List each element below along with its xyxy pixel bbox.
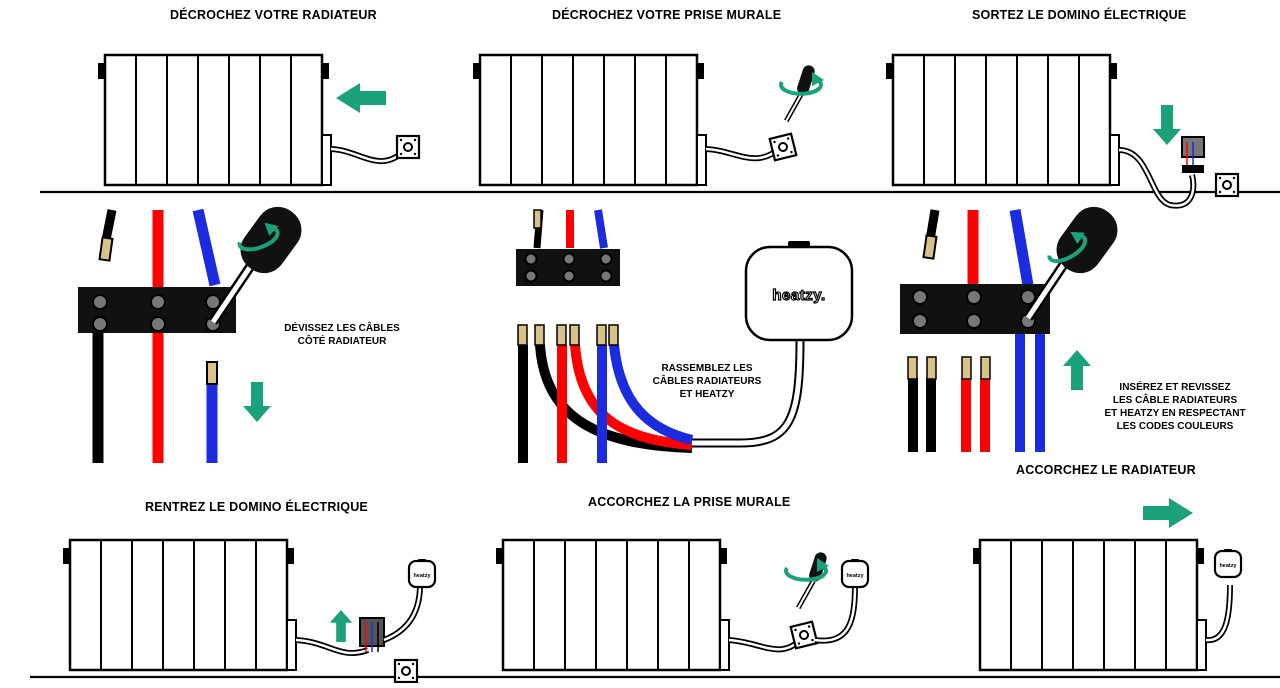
- move-arrow-icon: [1143, 498, 1193, 528]
- step-note-gather: RASSEMBLEZ LES CÂBLES RADIATEURS ET HEAT…: [642, 362, 772, 401]
- step-note-insert: INSÉREZ ET REVISSEZ LES CÂBLE RADIATEURS…: [1095, 381, 1255, 433]
- heatzy-brand-label: heatzy: [846, 573, 864, 579]
- note-line: INSÉREZ ET REVISSEZ: [1119, 382, 1231, 393]
- terminal-block-icon: [359, 617, 385, 652]
- step-title-hook-socket: ACCORCHEZ LA PRISE MURALE: [588, 495, 791, 509]
- move-arrow-icon: [1063, 350, 1091, 390]
- radiator-icon: [96, 53, 333, 187]
- radiator-icon: [494, 538, 731, 672]
- step-title-hook-radiator: ACCORCHEZ LE RADIATEUR: [1016, 463, 1196, 477]
- heatzy-brand-label: heatzy.: [772, 287, 825, 304]
- radiator-icon: [971, 538, 1208, 672]
- move-arrow-icon: [329, 610, 353, 642]
- wall-socket-icon: [395, 134, 421, 160]
- note-line: ET HEATZY EN RESPECTANT: [1104, 408, 1246, 419]
- step-title-take-out-terminal: SORTEZ LE DOMINO ÉLECTRIQUE: [972, 8, 1187, 22]
- note-line: LES CÂBLE RADIATEURS: [1112, 395, 1238, 406]
- radiator-icon: [471, 53, 708, 187]
- heatzy-device-icon: heatzy.: [744, 241, 854, 342]
- heatzy-brand-label: heatzy: [1219, 563, 1237, 569]
- heatzy-brand-label: heatzy: [413, 573, 431, 579]
- step-title-put-back-terminal: RENTREZ LE DOMINO ÉLECTRIQUE: [145, 500, 368, 514]
- step-title-unhook-radiator: DÉCROCHEZ VOTRE RADIATEUR: [170, 8, 377, 22]
- screwdriver-icon: [208, 206, 302, 325]
- terminal-block-icon: [516, 209, 620, 286]
- move-arrow-icon: [243, 382, 271, 422]
- terminal-block-icon: [900, 209, 1050, 334]
- note-line: RASSEMBLEZ LES: [661, 363, 753, 374]
- screwdriver-icon: [1023, 206, 1118, 321]
- move-arrow-icon: [336, 83, 386, 113]
- wall-socket-icon: [789, 620, 819, 650]
- note-line: LES CODES COULEURS: [1116, 421, 1234, 432]
- wall-socket-icon: [1214, 172, 1240, 198]
- heatzy-device-icon: heatzy: [840, 557, 870, 589]
- wall-socket-icon: [768, 132, 798, 162]
- wall-socket-icon: [393, 658, 419, 684]
- note-line: DÉVISSEZ LES CÂBLES: [284, 323, 400, 334]
- terminal-block-icon: [78, 208, 236, 463]
- terminal-block-icon: [1181, 136, 1205, 173]
- radiator-icon: [884, 53, 1121, 187]
- note-line: CÔTÉ RADIATEUR: [297, 336, 387, 347]
- heatzy-device-icon: heatzy: [407, 557, 437, 589]
- step-title-unhook-socket: DÉCROCHEZ VOTRE PRISE MURALE: [552, 8, 782, 22]
- note-line: ET HEATZY: [679, 389, 735, 400]
- note-line: CÂBLES RADIATEURS: [652, 376, 762, 387]
- heatzy-device-icon: heatzy: [1213, 547, 1243, 579]
- step-note-unscrew: DÉVISSEZ LES CÂBLES CÔTÉ RADIATEUR: [272, 322, 412, 348]
- radiator-icon: [61, 538, 298, 672]
- move-arrow-icon: [1153, 105, 1181, 145]
